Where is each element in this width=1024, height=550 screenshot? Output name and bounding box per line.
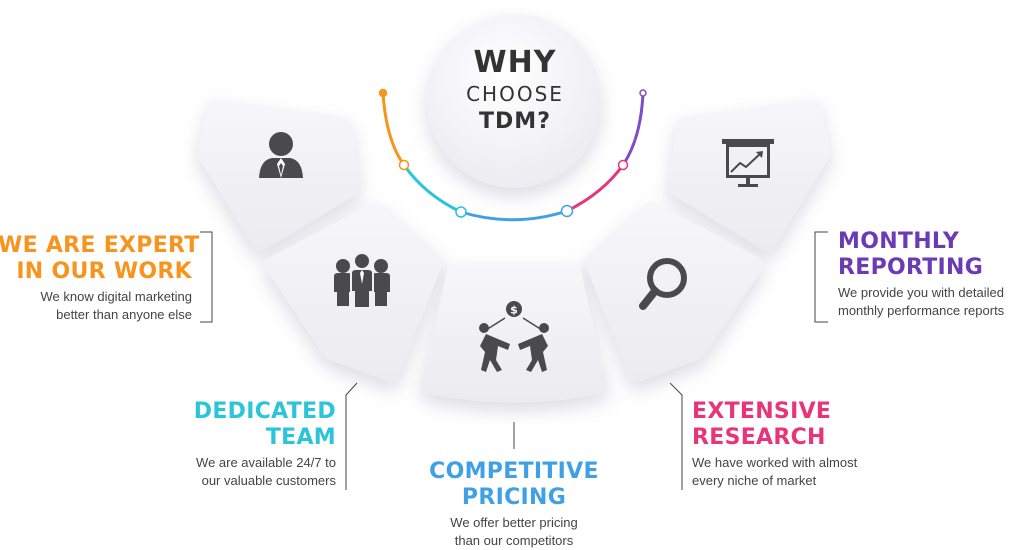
chart-presentation-icon [722,139,774,187]
pricing-description: We offer better pricing than our competi… [404,514,624,550]
research-desc-line2: every niche of market [692,473,817,488]
pricing-heading-line1: COMPETITIVE [429,459,599,484]
dedicated-desc-line1: We are available 24/7 to [196,455,336,470]
center-title-line1: WHY [473,45,557,80]
pricing-heading: COMPETITIVE PRICING [404,459,624,511]
research-heading: EXTENSIVE RESEARCH [692,399,892,451]
connector-monthly [814,231,828,323]
dedicated-heading-line1: DEDICATED [193,399,336,424]
expert-desc-line1: We know digital marketing [40,289,193,304]
pricing-desc-line2: than our competitors [454,533,574,548]
expert-heading: WE ARE EXPERT IN OUR WORK [0,233,200,285]
arc-nodes [378,88,647,218]
monthly-heading: MONTHLY REPORTING [838,229,1022,281]
monthly-heading-line2: REPORTING [838,255,984,280]
tile-pricing [420,262,608,403]
research-description: We have worked with almost every niche o… [692,454,892,490]
person-icon [259,132,303,178]
pricing-heading-line2: PRICING [461,485,567,510]
magnifier-icon [639,258,687,310]
monthly-heading-line1: MONTHLY [838,229,960,254]
team-icon [334,252,390,309]
center-title: WHY CHOOSE TDM? [427,45,603,137]
connector-lines [200,231,828,490]
dedicated-heading: DEDICATED TEAM [140,399,336,451]
center-title-line3: TDM? [479,109,551,134]
research-desc-line1: We have worked with almost [692,455,858,470]
expert-description: We know digital marketing better than an… [0,288,193,324]
pricing-desc-line1: We offer better pricing [450,515,578,530]
research-heading-line1: EXTENSIVE [692,399,832,424]
monthly-description: We provide you with detailed monthly per… [838,284,1022,320]
center-arc [381,91,645,222]
connector-dedicated [345,382,358,490]
expert-desc-line2: better than anyone else [56,307,192,322]
dedicated-desc-line2: our valuable customers [201,473,336,488]
connector-research [669,382,683,490]
research-heading-line2: RESEARCH [692,425,826,450]
dedicated-heading-line2: TEAM [265,425,336,450]
monthly-desc-line2: monthly performance reports [838,303,1005,318]
expert-heading-line1: WE ARE EXPERT [0,233,200,258]
center-title-line2: CHOOSE [466,82,564,106]
expert-heading-line2: IN OUR WORK [16,259,192,284]
monthly-desc-line1: We provide you with detailed [838,285,1004,300]
center-circle [427,14,601,188]
pricing-icon: $ [479,301,549,372]
connector-expert [200,231,213,323]
svg-text:$: $ [510,304,518,317]
dedicated-description: We are available 24/7 to our valuable cu… [140,454,336,490]
